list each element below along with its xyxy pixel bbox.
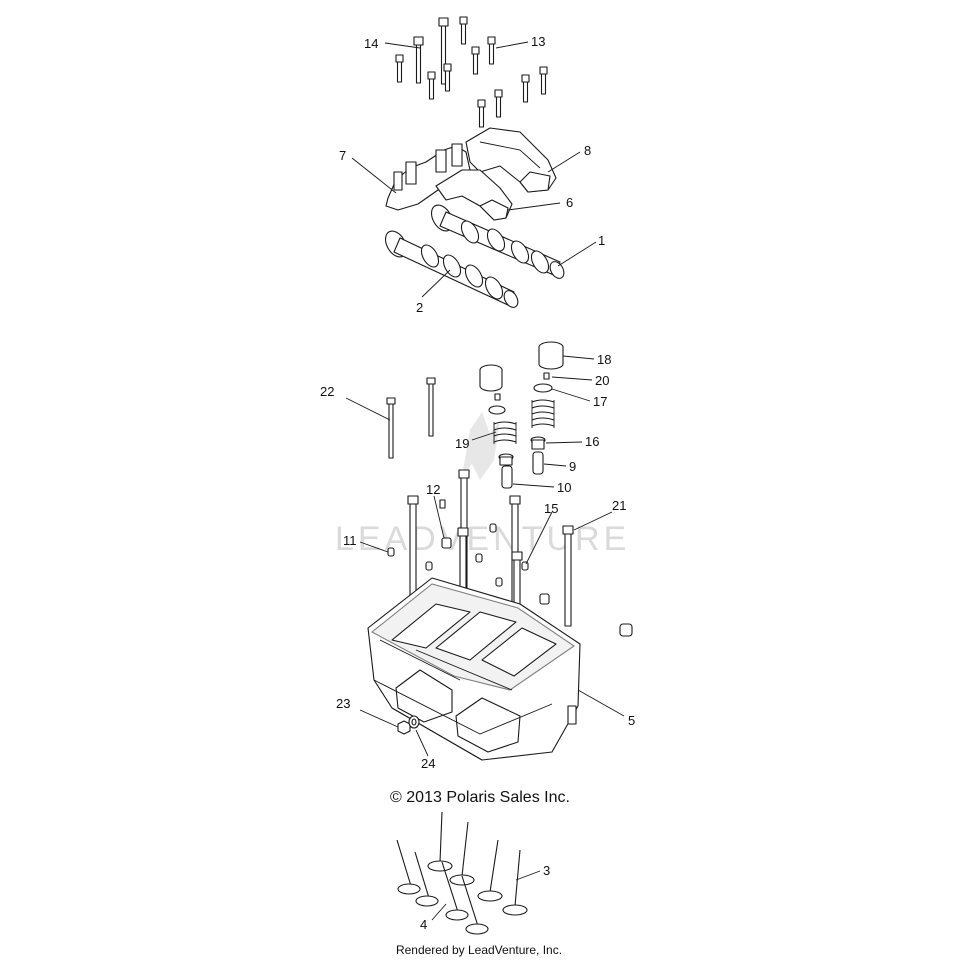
camshaft-2 [384, 230, 519, 308]
watermark: LEADVENTURE [335, 412, 630, 558]
bolt [539, 66, 548, 95]
callout-11: 11 [343, 533, 357, 548]
valve [441, 861, 469, 921]
callout-21: 21 [612, 498, 626, 513]
plug-23 [397, 720, 411, 735]
valve [396, 839, 421, 895]
bolt [494, 89, 503, 118]
rendered-by-text: Rendered by LeadVenture, Inc. [396, 943, 562, 957]
bolt [395, 54, 404, 83]
callout-22: 22 [320, 384, 334, 399]
callout-3: 3 [543, 863, 550, 878]
leader-lines [345, 41, 625, 921]
callout-numbers: 14 13 7 8 6 1 2 18 20 17 22 19 16 9 10 1… [320, 34, 635, 932]
callout-14: 14 [364, 36, 378, 51]
camshaft-1 [430, 204, 565, 279]
valve [414, 851, 439, 907]
callout-8: 8 [584, 143, 591, 158]
bolt [471, 46, 480, 75]
camshaft-carrier-7 [385, 143, 471, 211]
bolt [521, 74, 530, 103]
valve-bucket-left [479, 364, 503, 392]
callout-10: 10 [557, 480, 571, 495]
callout-17: 17 [593, 394, 607, 409]
washer-24 [408, 715, 420, 729]
valve [461, 875, 489, 935]
callout-2: 2 [416, 300, 423, 315]
valve-guide-9 [532, 451, 544, 475]
camshaft-carrier-6 [435, 169, 513, 221]
callout-18: 18 [597, 352, 611, 367]
bolt [459, 16, 468, 45]
callout-16: 16 [585, 434, 599, 449]
valve [449, 821, 475, 886]
valve [427, 811, 453, 872]
valve-seal-left [498, 453, 514, 466]
head-bolt-22 [386, 377, 436, 459]
callout-4: 4 [420, 917, 427, 932]
valve-keeper-20 [543, 372, 550, 380]
bolt [413, 36, 424, 84]
callout-19: 19 [455, 436, 469, 451]
callout-20: 20 [595, 373, 609, 388]
valve-retainer-17 [533, 383, 553, 393]
cylinder-head-5 [367, 577, 581, 761]
callout-6: 6 [566, 195, 573, 210]
valve-retainer-left [488, 393, 506, 415]
valve [477, 839, 503, 902]
copyright-text: © 2013 Polaris Sales Inc. [390, 789, 570, 806]
callout-24: 24 [421, 756, 435, 771]
valve-bucket-18 [538, 341, 564, 370]
callout-5: 5 [628, 713, 635, 728]
bolt [487, 36, 496, 65]
callout-15: 15 [544, 501, 558, 516]
bolt [477, 99, 486, 128]
callout-7: 7 [339, 148, 346, 163]
callout-23: 23 [336, 696, 350, 711]
callout-1: 1 [598, 233, 605, 248]
callout-9: 9 [569, 459, 576, 474]
camshaft-carrier-8 [465, 127, 557, 193]
bolt [438, 17, 449, 85]
valve-spring-17 [531, 399, 555, 428]
bolt [443, 63, 452, 92]
bolt [427, 71, 436, 100]
camshaft-cap-bolts [395, 16, 548, 128]
callout-13: 13 [531, 34, 545, 49]
valve-seal-16 [530, 436, 546, 450]
valve-guide-10 [501, 465, 513, 489]
valves [396, 811, 528, 935]
callout-12: 12 [426, 482, 440, 497]
valve [502, 849, 528, 916]
watermark-text: LEADVENTURE [335, 520, 630, 558]
